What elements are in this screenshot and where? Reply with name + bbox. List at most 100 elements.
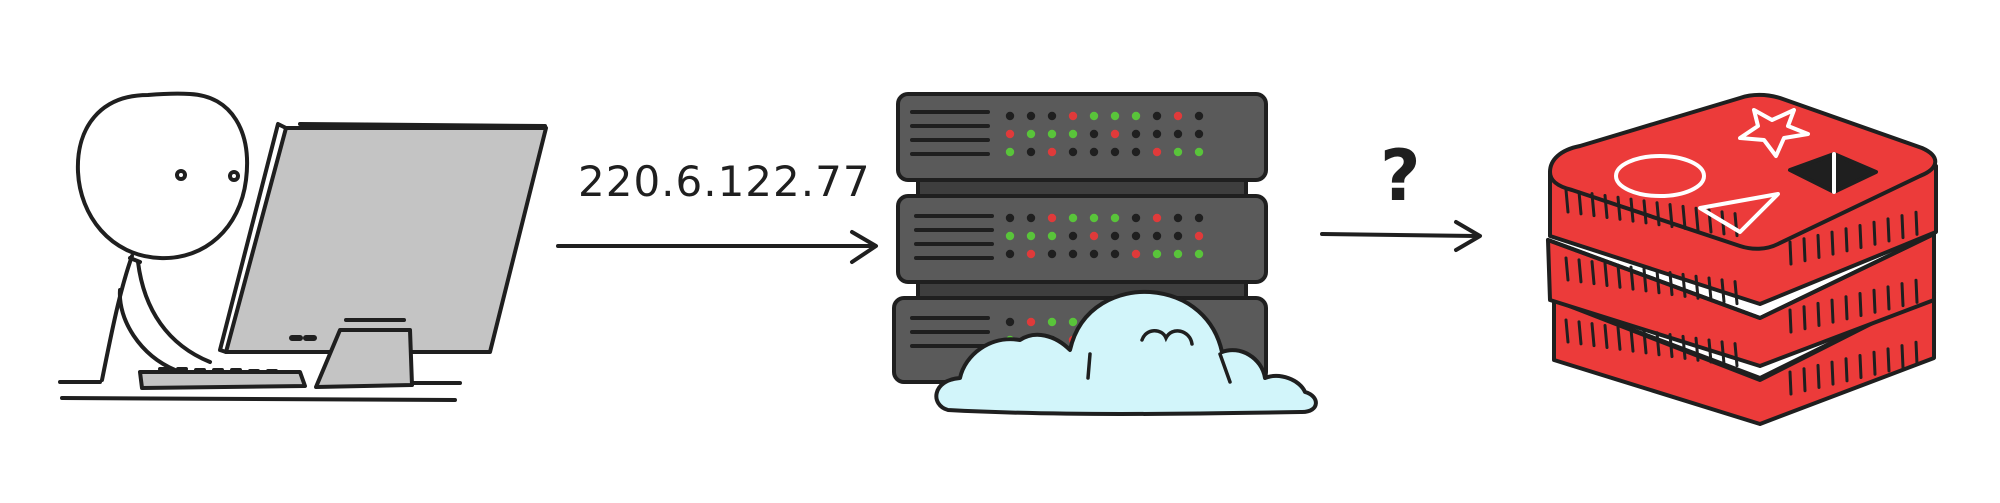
server-led	[1110, 129, 1120, 139]
server-led	[1068, 111, 1078, 121]
redis-logo-triangle	[1698, 192, 1780, 234]
server-led	[1047, 249, 1057, 259]
server-led	[1152, 249, 1162, 259]
server-led	[1152, 111, 1162, 121]
server-led	[1152, 147, 1162, 157]
server-led	[1173, 249, 1183, 259]
unknown-link-label: ?	[1380, 135, 1421, 217]
hatch-line	[1830, 360, 1835, 386]
server-led	[1110, 249, 1120, 259]
server-led	[1173, 231, 1183, 241]
server-led	[1089, 111, 1099, 121]
server-led	[1194, 249, 1204, 259]
hatch-line	[1577, 320, 1583, 346]
hatch-line	[1668, 333, 1674, 359]
lookup-arrow	[1320, 220, 1482, 252]
server-led	[1110, 147, 1120, 157]
hatch-line	[1886, 285, 1891, 311]
hatch-line	[1577, 190, 1583, 216]
hatch-line	[1707, 276, 1713, 302]
hatch-line	[1603, 193, 1609, 219]
hatch-line	[1629, 265, 1635, 291]
hatch-line	[1733, 342, 1739, 368]
server-led	[1110, 213, 1120, 223]
hatch-line	[1816, 301, 1821, 327]
hatch-line	[1872, 350, 1877, 376]
server-led	[1173, 213, 1183, 223]
server-led	[1089, 129, 1099, 139]
hatch-line	[1642, 329, 1648, 355]
server-led	[1068, 213, 1078, 223]
server-led	[1026, 147, 1036, 157]
hatch-line	[1872, 220, 1877, 246]
server-led	[1131, 249, 1141, 259]
server-led	[1047, 317, 1057, 327]
hatch-line	[1668, 271, 1674, 297]
hatch-line	[1914, 340, 1919, 366]
hatch-line	[1844, 227, 1849, 253]
hatch-line	[1914, 210, 1919, 236]
request-arrow	[556, 230, 878, 264]
cloud-icon	[934, 289, 1318, 416]
hatch-line	[1694, 336, 1700, 362]
hatch-line	[1788, 308, 1793, 334]
server-unit-2	[896, 194, 1268, 284]
server-led	[1173, 111, 1183, 121]
redis-logo-shapes	[1614, 108, 1878, 234]
hatch-line	[1720, 340, 1726, 366]
server-led	[1068, 129, 1078, 139]
server-led	[1173, 129, 1183, 139]
hatch-line	[1590, 322, 1596, 348]
hatch-line	[1616, 263, 1622, 289]
hatch-line	[1802, 305, 1807, 331]
hatch-line	[1802, 367, 1807, 393]
server-led	[1026, 249, 1036, 259]
server-led	[1068, 231, 1078, 241]
server-led	[1026, 111, 1036, 121]
server-led	[1194, 129, 1204, 139]
hatch-line	[1886, 347, 1891, 373]
hatch-line	[1900, 282, 1905, 308]
hatch-line	[1788, 370, 1793, 396]
server-led	[1068, 317, 1078, 327]
hatch-line	[1802, 237, 1807, 263]
hatch-line	[1733, 212, 1739, 238]
server-led	[1005, 249, 1015, 259]
server-led	[1131, 111, 1141, 121]
server-led	[1068, 249, 1078, 259]
hatch-line	[1564, 318, 1570, 344]
server-led	[1005, 213, 1015, 223]
hatch-line	[1590, 260, 1596, 286]
hatch-line	[1681, 204, 1687, 230]
server-led	[1005, 111, 1015, 121]
hatch-line	[1681, 334, 1687, 360]
hatch-line	[1616, 195, 1622, 221]
stick-figure-user-icon	[75, 91, 249, 382]
hatch-line	[1629, 327, 1635, 353]
hatch-line	[1858, 292, 1863, 317]
hatch-line	[1694, 206, 1700, 232]
redis-logo-circle	[1614, 154, 1706, 198]
hatch-line	[1642, 267, 1648, 293]
hatch-line	[1900, 344, 1905, 370]
hatch-line	[1788, 240, 1793, 266]
hatch-line	[1720, 278, 1726, 304]
server-led	[1068, 147, 1078, 157]
server-led	[1110, 231, 1120, 241]
hatch-line	[1858, 354, 1863, 379]
server-led	[1005, 147, 1015, 157]
hatch-line	[1844, 357, 1849, 383]
server-led	[1194, 111, 1204, 121]
server-led	[1047, 231, 1057, 241]
hatch-line	[1655, 269, 1661, 295]
server-led	[1131, 129, 1141, 139]
monitor-screen	[224, 126, 548, 354]
hatch-line	[1616, 325, 1622, 351]
server-led	[1005, 231, 1015, 241]
computer-monitor-icon	[218, 122, 548, 389]
hatch-line	[1577, 258, 1583, 284]
hatch-line	[1830, 298, 1835, 324]
server-led	[1047, 147, 1057, 157]
hatch-line	[1655, 201, 1661, 227]
